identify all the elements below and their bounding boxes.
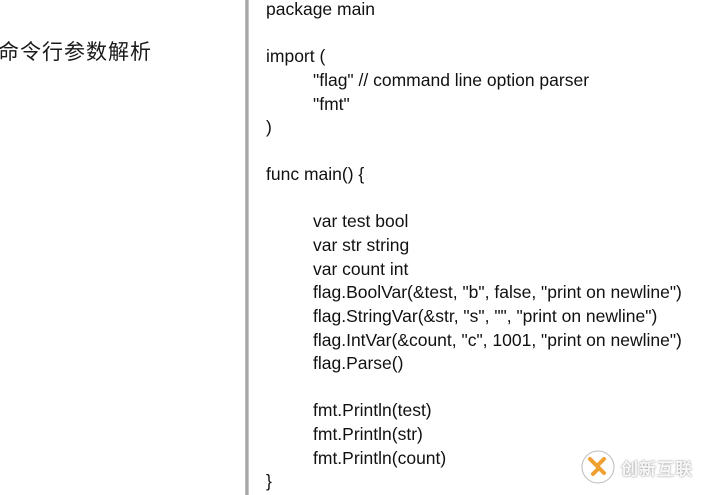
code-line: "flag" // command line option parser (313, 70, 590, 90)
code-line: flag.StringVar(&str, "s", "", "print on … (313, 306, 658, 326)
code-line: ) (266, 117, 272, 137)
code-line: package main (266, 0, 375, 19)
code-line: fmt.Println(test) (313, 400, 432, 420)
code-line: flag.BoolVar(&test, "b", false, "print o… (313, 282, 682, 302)
section-heading: 命令行参数解析 (0, 40, 152, 64)
code-block: package main import ( "flag" // command … (266, 0, 716, 495)
code-line: fmt.Println(count) (313, 448, 447, 468)
vertical-divider (245, 0, 249, 495)
code-line: } (266, 471, 272, 491)
code-line: func main() { (266, 164, 365, 184)
brand-logo-icon (581, 450, 615, 484)
code-line: fmt.Println(str) (313, 424, 423, 444)
code-line: var str string (313, 235, 410, 255)
watermark: 创新互联 (580, 449, 716, 489)
code-line: import ( (266, 46, 326, 66)
left-panel: 命令行参数解析 (0, 0, 245, 495)
watermark-brand-text: 创新互联 (621, 460, 693, 480)
code-line: flag.Parse() (313, 353, 404, 373)
code-line: "fmt" (313, 94, 350, 114)
code-line: flag.IntVar(&count, "c", 1001, "print on… (313, 330, 682, 350)
code-line: var count int (313, 259, 409, 279)
code-line: var test bool (313, 211, 409, 231)
